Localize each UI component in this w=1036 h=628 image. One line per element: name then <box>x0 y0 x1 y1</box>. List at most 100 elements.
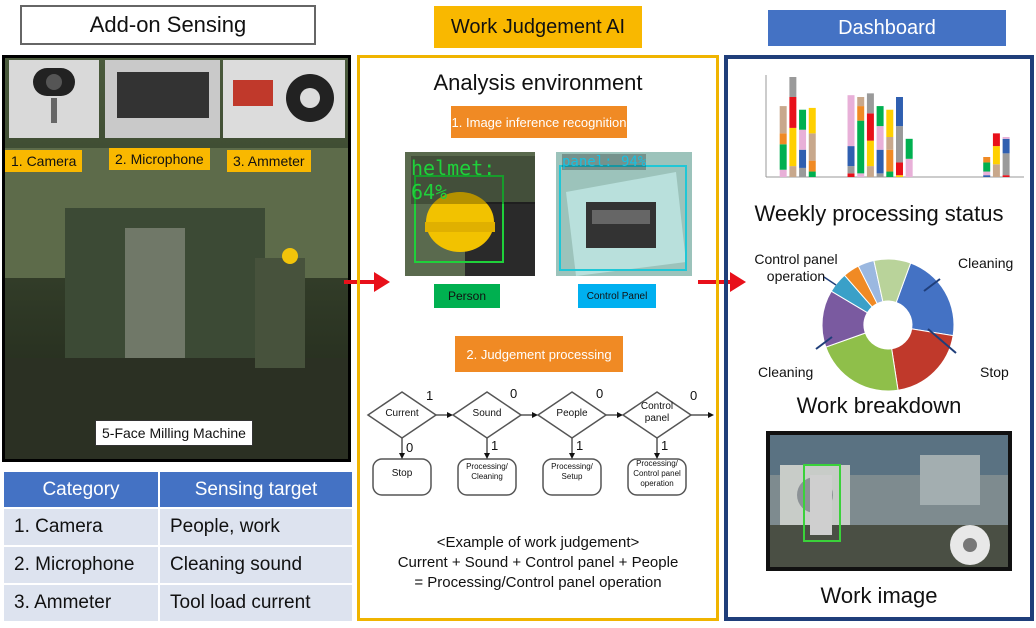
bar-segment <box>799 149 807 168</box>
bar-segment <box>779 169 787 177</box>
sensing-title: Add-on Sensing <box>20 5 316 45</box>
table-row: 1. Camera People, work <box>4 509 352 545</box>
table-cell: Tool load current <box>160 585 352 621</box>
down-label: 1 <box>661 438 669 453</box>
bar-segment <box>789 97 797 128</box>
bar-segment <box>866 93 874 114</box>
arrow-right-icon <box>698 272 746 292</box>
donut-label-cleaning-left: Cleaning <box>758 364 814 380</box>
bar-segment <box>876 106 884 127</box>
bar-segment <box>847 146 855 167</box>
caption-ammeter: 3. Ammeter <box>227 150 311 172</box>
bar-segment <box>1002 153 1010 176</box>
bar-segment <box>905 158 913 177</box>
control-panel-illustration <box>556 152 692 276</box>
helmet-illustration <box>405 152 535 276</box>
control-panel-image: panel: 94% <box>556 152 692 276</box>
bar-segment <box>857 173 865 177</box>
bar-segment <box>779 106 787 134</box>
caption-microphone: 2. Microphone <box>109 148 210 170</box>
table-cell: Cleaning sound <box>160 547 352 583</box>
result-processing-cleaning: Processing/ Cleaning <box>466 462 508 481</box>
bar-segment <box>799 109 807 130</box>
bar-segment <box>983 171 991 176</box>
table-cell: 3. Ammeter <box>4 585 158 621</box>
example-line1: Current + Sound + Control panel + People <box>397 554 679 571</box>
bar-segment <box>789 166 797 177</box>
control-panel-label: Control Panel <box>578 284 656 308</box>
sensing-table: Category Sensing target 1. Camera People… <box>2 470 354 623</box>
table-header-target: Sensing target <box>160 472 352 507</box>
donut-slice <box>873 258 912 304</box>
down-label: 1 <box>576 438 584 453</box>
bar-segment <box>896 162 903 176</box>
panel-detection-label: panel: 94% <box>562 154 647 170</box>
helmet-image: helmet: 64% <box>405 152 535 276</box>
yes-label: 0 <box>510 386 518 401</box>
example-line2: = Processing/Control panel operation <box>414 574 662 591</box>
yes-label: 0 <box>596 386 604 401</box>
bar-segment <box>983 157 991 163</box>
down-label: 1 <box>491 438 499 453</box>
donut-label-stop: Stop <box>980 364 1009 380</box>
result-processing-control: Processing/ Control panel operation <box>633 459 681 488</box>
machine-label: 5-Face Milling Machine <box>95 420 253 446</box>
table-row: 2. Microphone Cleaning sound <box>4 547 352 583</box>
dashboard-title: Dashboard <box>768 10 1006 46</box>
bar-segment <box>808 171 816 177</box>
donut-label-control: Control panel operation <box>754 251 838 284</box>
bar-segment <box>992 146 1000 165</box>
result-processing-setup: Processing/ Setup <box>551 462 593 481</box>
bar-segment <box>857 120 865 174</box>
table-cell: People, work <box>160 509 352 545</box>
dashboard-panel: Weekly processing status Control panel o… <box>724 55 1034 621</box>
bar-segment <box>789 127 797 167</box>
example-title: <Example of work judgement> <box>436 534 640 551</box>
bar-segment <box>1002 175 1010 177</box>
bar-segment <box>857 97 865 107</box>
bar-segment <box>896 126 903 163</box>
bar-segment <box>905 138 913 159</box>
bar-segment <box>886 109 894 137</box>
bar-segment <box>992 164 1000 177</box>
image-title: Work image <box>820 583 938 608</box>
bar-segment <box>799 167 807 177</box>
decision-control-panel: Control panel <box>640 401 674 424</box>
caption-camera: 1. Camera <box>5 150 83 172</box>
bar-segment <box>799 129 807 150</box>
bar-segment <box>847 95 855 147</box>
bar-segment <box>1002 137 1010 139</box>
person-label: Person <box>434 284 500 308</box>
bar-segment <box>992 133 1000 147</box>
bar-segment <box>847 166 855 174</box>
factory-photo: 1. Camera 2. Microphone 3. Ammeter 5-Fac… <box>2 55 351 462</box>
bar-segment <box>866 166 874 177</box>
donut-label-cleaning-right: Cleaning <box>958 255 1014 271</box>
analysis-env-title: Analysis environment <box>433 70 643 95</box>
bar-segment <box>866 140 874 167</box>
donut-slice <box>891 328 954 391</box>
bar-segment <box>876 149 884 174</box>
bar-segment <box>896 97 903 127</box>
bar-segment <box>857 106 865 121</box>
bar-segment <box>1002 138 1010 154</box>
decision-sound: Sound <box>472 408 502 419</box>
table-cell: 1. Camera <box>4 509 158 545</box>
table-row: 3. Ammeter Tool load current <box>4 585 352 621</box>
ai-title: Work Judgement AI <box>434 6 642 48</box>
bar-segment <box>876 173 884 177</box>
weekly-title: Weekly processing status <box>754 201 1004 226</box>
yes-label: 0 <box>690 388 698 403</box>
factory-illustration <box>5 58 348 459</box>
bar-segment <box>847 173 855 177</box>
bar-segment <box>808 133 816 161</box>
bar-segment <box>808 107 816 134</box>
table-cell: 2. Microphone <box>4 547 158 583</box>
work-image <box>766 431 1012 571</box>
donut-slice <box>825 332 899 392</box>
bar-segment <box>779 144 787 170</box>
ai-panel: Analysis environment 1. Image inference … <box>357 55 719 621</box>
step1-label: 1. Image inference recognition <box>451 106 627 138</box>
bar-segment <box>983 175 991 177</box>
arrow-right-icon <box>344 272 390 292</box>
